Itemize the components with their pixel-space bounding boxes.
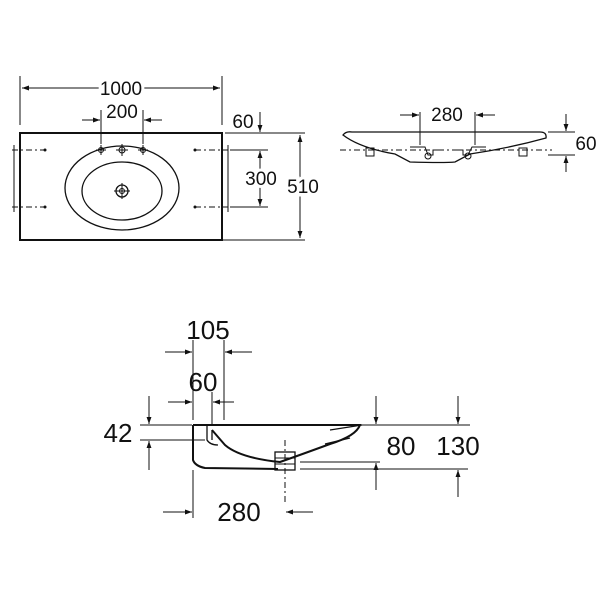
drain-icon xyxy=(114,183,130,199)
section-overhang-dimension: 105 xyxy=(186,315,229,345)
section-wall-dimension: 60 xyxy=(189,367,218,397)
top-view: 1000 200 60 300 510 xyxy=(12,76,322,241)
side-tap-symbols xyxy=(410,146,486,160)
top-edge-offset-dimension: 60 xyxy=(232,112,253,133)
basin-section-outline xyxy=(193,424,362,464)
side-view: 280 60 xyxy=(340,105,597,172)
section-drain-offset-dimension: 280 xyxy=(217,497,260,527)
mounting-bracket-right xyxy=(193,145,229,212)
section-total-height-dimension: 130 xyxy=(436,431,479,461)
mounting-bracket-left xyxy=(12,145,47,212)
top-depth-dimension: 510 xyxy=(287,177,319,198)
tap-holes xyxy=(96,144,148,156)
basin-inner-oval xyxy=(81,161,163,221)
countertop-outline xyxy=(19,132,223,241)
top-bowl-depth-dimension: 300 xyxy=(245,169,277,190)
section-rim-dimension: 42 xyxy=(104,418,133,448)
side-profile-outline xyxy=(342,131,547,164)
side-tap-spacing-dimension: 280 xyxy=(431,105,463,126)
top-tap-spacing-dimension: 200 xyxy=(106,102,138,123)
section-bowl-depth-dimension: 80 xyxy=(387,431,416,461)
top-width-dimension: 1000 xyxy=(100,79,142,100)
section-view: 105 60 42 80 130 280 xyxy=(104,315,484,527)
side-height-dimension: 60 xyxy=(575,134,596,155)
